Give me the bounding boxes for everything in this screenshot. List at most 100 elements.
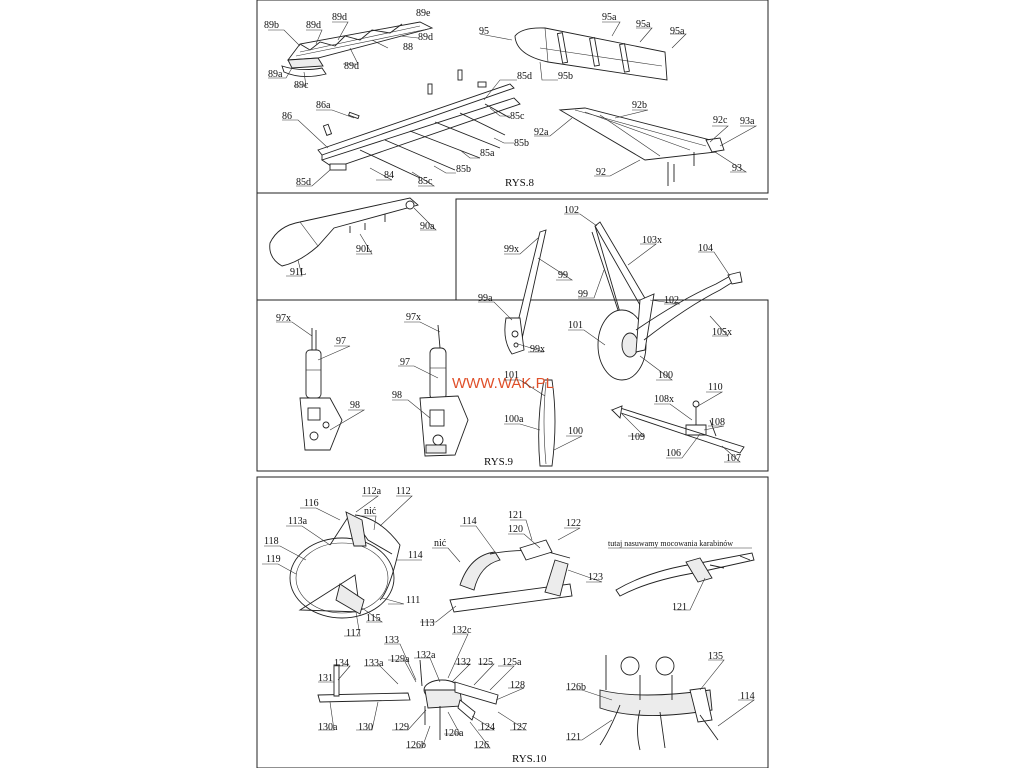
label-101: 101 [568,320,583,331]
label-100a: 100a [504,414,524,425]
landing-gear-struts-99 [504,229,547,355]
label-117: 117 [346,628,361,639]
label-128: 128 [510,680,525,691]
label-93a: 93a [740,116,755,127]
label-92: 92 [596,167,606,178]
label-135: 135 [708,651,723,662]
label-105x: 105x [712,327,732,338]
label-132c: 132c [452,625,472,636]
axle-assembly-106-110 [610,400,745,454]
caption-rys10: RYS.10 [512,753,547,765]
label-90L: 90L [356,244,372,255]
label-113: 113 [420,618,435,629]
watermark: WWW.WAK.PL [452,375,554,392]
label-85c: 85c [510,111,525,122]
label-86: 86 [282,111,292,122]
frame-rys9 [256,299,769,472]
label-97x: 97x [406,312,421,323]
label-111: 111 [406,595,420,606]
label-125: 125 [478,657,493,668]
label-125a: 125a [502,657,522,668]
label-93: 93 [732,163,742,174]
label-100: 100 [568,426,583,437]
label-85a: 85a [480,148,495,159]
label-133a: 133a [364,658,384,669]
label-126b: 126b [566,682,586,693]
label-127: 127 [512,722,527,733]
note-gun-mount: tutaj nasuwamy mocowania karabinów [608,539,733,548]
label-112: 112 [396,486,411,497]
label-97x: 97x [276,313,291,324]
label-131: 131 [318,673,333,684]
rudder-95 [514,27,668,81]
label-98: 98 [350,400,360,411]
label-114: 114 [408,550,423,561]
label-92c: 92c [713,115,728,126]
label-108: 108 [710,417,725,428]
label-112a: 112a [362,486,382,497]
label-97: 97 [336,336,346,347]
label-89d: 89d [332,12,347,23]
label-132: 132 [456,657,471,668]
label-113a: 113a [288,516,308,527]
label-126: 126 [474,740,489,751]
cockpit-assembly-135 [599,655,719,751]
label-89c: 89c [294,80,309,91]
wheel-half-100-101 [538,379,556,467]
label-99x: 99x [504,244,519,255]
label-89a: 89a [268,69,283,80]
label-89d: 89d [418,32,433,43]
label-89b: 89b [264,20,279,31]
label-133: 133 [384,635,399,646]
label-123: 123 [588,572,603,583]
label-85d: 85d [517,71,532,82]
label-129: 129 [394,722,409,733]
label-95a: 95a [670,26,685,37]
wing-frame-84-86 [317,69,521,179]
label-121: 121 [566,732,581,743]
label-106: 106 [666,448,681,459]
label-99x: 99x [530,344,545,355]
label-114: 114 [740,691,755,702]
label-95b: 95b [558,71,573,82]
label-129a: 129a [390,654,410,665]
label-89e: 89e [416,8,431,19]
shock-absorber-97-98-right [419,324,469,457]
label-122: 122 [566,518,581,529]
label-85c: 85c [418,176,433,187]
label-84: 84 [384,170,394,181]
label-99: 99 [558,270,568,281]
fuselage-part-90-91 [269,197,419,267]
label-132a: 132a [416,650,436,661]
label-130a: 130a [318,722,338,733]
label-95a: 95a [636,19,651,30]
wheel-assembly-100-105 [591,221,743,381]
label-90a: 90a [420,221,435,232]
label-95: 95 [479,26,489,37]
label-116: 116 [304,498,319,509]
label-85b: 85b [456,164,471,175]
ring-assembly-111-119 [289,511,401,619]
frame-rys8 [256,0,769,194]
label-97: 97 [400,357,410,368]
label-88: 88 [403,42,413,53]
label-95a: 95a [602,12,617,23]
seat-assembly-124-134 [317,659,499,740]
label-89d: 89d [344,61,359,72]
label-119: 119 [266,554,281,565]
label-107: 107 [726,453,741,464]
stabilizer-92 [558,107,725,186]
label-102: 102 [664,295,679,306]
label-121: 121 [672,602,687,613]
label-85b: 85b [514,138,529,149]
label-92b: 92b [632,100,647,111]
label-nic: nić [434,538,447,549]
tail-elevator-89 [281,21,434,77]
label-92a: 92a [534,127,549,138]
frame-rys10 [256,476,769,768]
label-104: 104 [698,243,713,254]
leader-lines [262,21,758,749]
label-114: 114 [462,516,477,527]
panel-frames [256,0,769,768]
